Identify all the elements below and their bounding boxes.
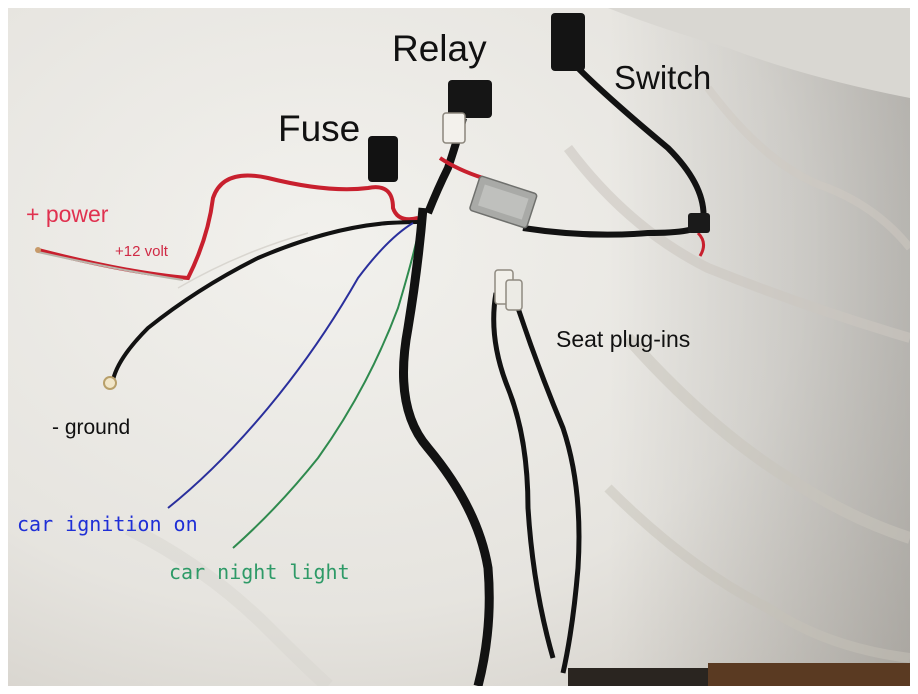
floor — [708, 663, 910, 686]
fuse-label: Fuse — [278, 108, 361, 149]
wiring-harness-photo: Relay Switch Fuse + power +12 volt - gro… — [8, 8, 910, 686]
switch-connector — [551, 13, 585, 71]
seat-plugins-label: Seat plug-ins — [556, 326, 691, 352]
pillow — [608, 8, 910, 98]
power-label: + power — [26, 201, 109, 227]
ignition-label: car ignition on — [17, 512, 198, 536]
blue-ignition-wire — [167, 222, 414, 509]
night-light-label: car night light — [169, 560, 350, 584]
fuse-holder — [368, 136, 398, 182]
relay-box — [448, 80, 492, 118]
ground-label: - ground — [52, 416, 131, 439]
switch-label: Switch — [614, 59, 712, 96]
seat-plug-cable-a — [491, 292, 556, 659]
photo-drawing — [8, 8, 910, 686]
main-harness-cable — [399, 207, 494, 686]
relay-label: Relay — [392, 28, 487, 69]
volt-label: +12 volt — [115, 243, 168, 260]
control-module — [469, 175, 538, 229]
seat-plug-cable-b — [515, 307, 582, 674]
green-night-light-wire — [232, 225, 421, 549]
red-power-wire — [37, 173, 419, 281]
ground-wire — [111, 220, 419, 381]
